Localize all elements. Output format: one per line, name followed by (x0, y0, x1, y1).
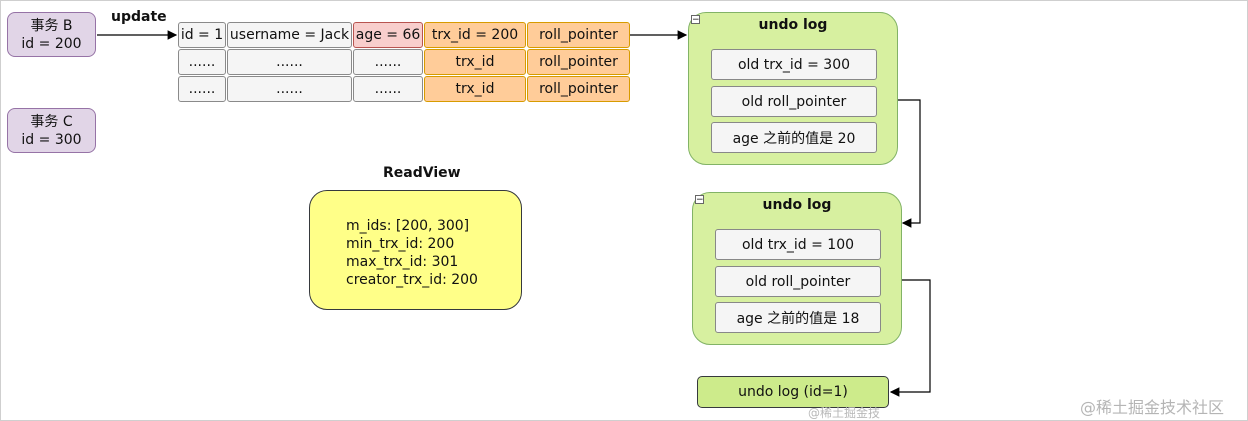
undo-log-1-title: undo log (758, 17, 828, 33)
row2-roll-pointer: roll_pointer (527, 76, 630, 102)
row0-id: id = 1 (178, 22, 226, 48)
readview-max-trx-id: max_trx_id: 301 (346, 254, 459, 270)
collapse-icon[interactable]: − (695, 195, 704, 205)
watermark-corner: @稀土掘金技术社区 (1080, 398, 1225, 417)
undo-log-1-old-roll-pointer: old roll_pointer (711, 86, 877, 117)
row2-trx-id: trx_id (424, 76, 526, 102)
transaction-b-name: 事务 B (30, 17, 73, 34)
row0-age: age = 66 (353, 22, 423, 48)
undo-log-1-old-trx-id: old trx_id = 300 (711, 49, 877, 80)
undo-log-1: − undo log old trx_id = 300 old roll_poi… (688, 12, 898, 165)
row1-id: ...... (178, 49, 226, 75)
final-undo-log: undo log (id=1) (697, 376, 889, 408)
readview-title: ReadView (383, 165, 461, 181)
readview-m-ids: m_ids: [200, 300] (346, 218, 470, 234)
watermark-center: @稀土掘金技 (808, 406, 881, 420)
transaction-c-name: 事务 C (30, 113, 73, 130)
row0-roll-pointer: roll_pointer (527, 22, 630, 48)
readview-min-trx-id: min_trx_id: 200 (346, 236, 455, 252)
readview-creator-trx-id: creator_trx_id: 200 (346, 272, 478, 288)
undo-log-2-title: undo log (762, 197, 832, 213)
transaction-b-id: id = 200 (21, 35, 82, 52)
row2-id: ...... (178, 76, 226, 102)
row2-age: ...... (353, 76, 423, 102)
row0-trx-id: trx_id = 200 (424, 22, 526, 48)
collapse-icon[interactable]: − (691, 15, 700, 25)
transaction-c: 事务 C id = 300 (7, 108, 96, 153)
row0-username: username = Jack (227, 22, 352, 48)
undo-log-1-old-age: age 之前的值是 20 (711, 122, 877, 153)
row1-roll-pointer: roll_pointer (527, 49, 630, 75)
row1-username: ...... (227, 49, 352, 75)
row1-trx-id: trx_id (424, 49, 526, 75)
undo-log-2-old-trx-id: old trx_id = 100 (715, 229, 881, 260)
readview-box: m_ids: [200, 300] min_trx_id: 200 max_tr… (309, 190, 522, 310)
update-label: update (111, 9, 167, 25)
row2-username: ...... (227, 76, 352, 102)
undo-log-2: − undo log old trx_id = 100 old roll_poi… (692, 192, 902, 345)
transaction-c-id: id = 300 (21, 131, 82, 148)
undo-log-2-old-age: age 之前的值是 18 (715, 302, 881, 333)
undo-log-2-old-roll-pointer: old roll_pointer (715, 266, 881, 297)
transaction-b: 事务 B id = 200 (7, 12, 96, 57)
row1-age: ...... (353, 49, 423, 75)
